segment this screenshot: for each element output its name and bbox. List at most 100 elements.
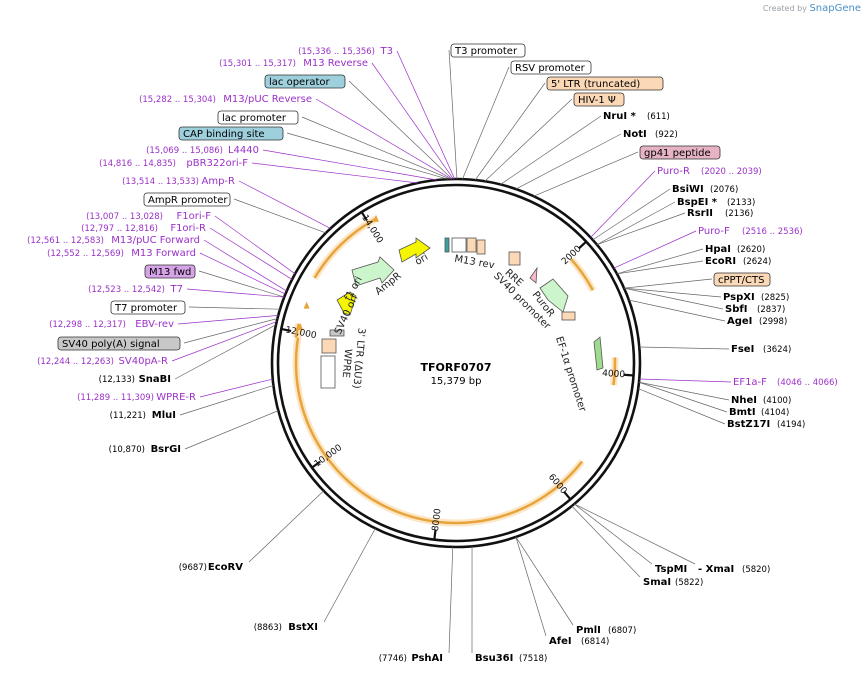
feature-label-l4440[interactable]: L4440(15,069 .. 15,086) xyxy=(146,145,259,156)
feature-label-f1ori-f[interactable]: F1ori-F(13,007 .. 13,028) xyxy=(86,211,211,222)
feature-label-m13-reverse[interactable]: M13 Reverse(15,301 .. 15,317) xyxy=(219,58,368,69)
feature-label-bspei[interactable]: BspEI *(2133) xyxy=(677,197,755,208)
label-text: CAP binding site xyxy=(183,129,265,140)
label-position: (15,069 .. 15,086) xyxy=(146,146,223,156)
leader-line xyxy=(592,188,671,241)
leader-line xyxy=(177,315,279,325)
feature-label-tspmi[interactable]: TspMI xyxy=(655,564,687,575)
leader-line xyxy=(198,270,285,298)
label-position: (12,298 .. 12,317) xyxy=(49,320,126,330)
feature-label-mlui[interactable]: MluI(11,221) xyxy=(110,410,176,421)
feature-label-wpre-r[interactable]: WPRE-R(11,289 .. 11,309) xyxy=(77,392,196,403)
feature-label-m13-forward[interactable]: M13 Forward(12,552 .. 12,569) xyxy=(47,248,196,259)
label-text: lac operator xyxy=(269,77,330,88)
feature-label-m13-puc-reverse[interactable]: M13/pUC Reverse(15,282 .. 15,304) xyxy=(139,94,312,105)
leader-line xyxy=(638,388,726,425)
feature-label-cppt-cts[interactable]: cPPT/CTS xyxy=(713,272,771,287)
feature-label-puro-r[interactable]: Puro-R(2020 .. 2039) xyxy=(657,166,762,177)
feature-label-hpai[interactable]: HpaI(2620) xyxy=(705,244,765,255)
label-name: AgeI xyxy=(727,316,752,327)
feature-label-ebv-rev[interactable]: EBV-rev(12,298 .. 12,317) xyxy=(49,319,174,330)
leader-line xyxy=(639,346,730,350)
inner-label-m13-rev: M13 rev xyxy=(454,254,496,272)
feature-label-pbr322ori-f[interactable]: pBR322ori-F(14,816 .. 14,835) xyxy=(99,158,248,169)
feature-label-bmti[interactable]: BmtI(4104) xyxy=(729,407,789,418)
feature-label-puro-f[interactable]: Puro-F(2516 .. 2536) xyxy=(698,226,803,237)
feature-label-amp-r[interactable]: Amp-R(13,514 .. 13,533) xyxy=(122,176,235,187)
feature-label-ef1a-f[interactable]: EF1a-F(4046 .. 4066) xyxy=(733,377,838,388)
ef1a-promoter-arrow xyxy=(593,336,604,371)
feature-label-t3-promoter[interactable]: T3 promoter xyxy=(450,43,526,58)
feature-label-nrui[interactable]: NruI *(611) xyxy=(603,111,670,122)
label-name: EcoRV xyxy=(208,562,243,573)
feature-label-sv40-poly-a-signal[interactable]: SV40 poly(A) signal xyxy=(57,336,181,351)
feature-label-sv40pa-r[interactable]: SV40pA-R(12,244 .. 12,263) xyxy=(37,356,168,367)
backbone-outer xyxy=(270,177,642,549)
feature-label-fsei[interactable]: FseI(3624) xyxy=(731,344,791,355)
feature-label-bsiwi[interactable]: BsiWI(2076) xyxy=(672,184,738,195)
wpre-block xyxy=(321,338,337,354)
orf-arrowhead xyxy=(373,214,380,222)
feature-label-snabi[interactable]: SnaBI(12,133) xyxy=(99,374,171,385)
label-box xyxy=(573,92,625,107)
snapgene-credit: Created by SnapGene xyxy=(763,3,861,14)
feature-label-noti[interactable]: NotI(922) xyxy=(623,129,678,140)
feature-label-ampr-promoter[interactable]: AmpR promoter xyxy=(143,192,231,207)
feature-label-f1ori-r[interactable]: F1ori-R(12,797 .. 12,816) xyxy=(81,223,206,234)
label-box xyxy=(546,76,664,91)
feature-label-bsu36i[interactable]: Bsu36I(7518) xyxy=(475,653,547,664)
feature-label-lac-operator[interactable]: lac operator xyxy=(264,74,346,89)
feature-label-afei[interactable]: AfeI(6814) xyxy=(549,636,609,647)
label-position: (7518) xyxy=(519,654,547,664)
label-position: (12,244 .. 12,263) xyxy=(37,357,114,367)
label-position: (11,289 .. 11,309) xyxy=(77,393,154,403)
feature-label-sbfi[interactable]: SbfI(2837) xyxy=(725,304,785,315)
feature-label-bsrgi[interactable]: BsrGI(10,870) xyxy=(109,444,181,455)
label-name: AfeI xyxy=(549,636,572,647)
feature-label-bstz17i[interactable]: BstZ17I(4194) xyxy=(727,419,805,430)
feature-label-t3[interactable]: T3(15,336 .. 15,356) xyxy=(298,46,393,57)
feature-label-smai[interactable]: SmaI(5822) xyxy=(643,577,703,588)
label-name: BsiWI xyxy=(672,184,704,195)
feature-label-t7[interactable]: T7(12,523 .. 12,542) xyxy=(88,284,183,295)
label-text: cPPT/CTS xyxy=(718,275,764,286)
leader-line xyxy=(209,227,293,280)
label-text: T7 promoter xyxy=(114,303,178,314)
feature-label-rsv-promoter[interactable]: RSV promoter xyxy=(510,60,592,75)
label-name: M13 Forward xyxy=(131,248,196,259)
leader-line xyxy=(448,546,454,654)
orf-arc xyxy=(313,217,377,279)
label-name: RsrII xyxy=(687,208,713,219)
leader-line xyxy=(188,306,281,310)
label-box xyxy=(178,126,284,141)
label-position: (5822) xyxy=(675,578,703,588)
feature-label-gp41-peptide[interactable]: gp41 peptide xyxy=(639,145,721,160)
feature-label-5-ltr-truncated[interactable]: 5' LTR (truncated) xyxy=(546,76,664,91)
feature-label-ecorv[interactable]: EcoRV(9687) xyxy=(179,562,244,573)
label-text: 5' LTR (truncated) xyxy=(551,79,640,90)
feature-label-t7-promoter[interactable]: T7 promoter xyxy=(110,300,186,315)
label-position: (4194) xyxy=(777,420,805,430)
label-text: RSV promoter xyxy=(515,63,586,74)
feature-label-ecori[interactable]: EcoRI(2624) xyxy=(705,256,771,267)
label-name: FseI xyxy=(731,344,754,355)
feature-label-lac-promoter[interactable]: lac promoter xyxy=(217,110,299,125)
plasmid-length: 15,379 bp xyxy=(431,376,482,387)
label-position: (15,301 .. 15,317) xyxy=(219,59,296,69)
feature-label-pshai[interactable]: PshAI(7746) xyxy=(379,653,443,664)
feature-label-nhei[interactable]: NheI(4100) xyxy=(731,395,791,406)
leader-line xyxy=(515,536,574,626)
leader-line xyxy=(251,162,418,184)
feature-label-bstxi[interactable]: BstXI(8863) xyxy=(254,622,318,633)
feature-label-m13-fwd[interactable]: M13 fwd xyxy=(144,264,196,279)
leader-line xyxy=(638,381,728,413)
feature-label-pmli[interactable]: PmlI(6807) xyxy=(576,625,636,636)
feature-label-rsrii[interactable]: RsrII(2136) xyxy=(687,208,753,219)
feature-label-m13-puc-forward[interactable]: M13/pUC Forward(12,561 .. 12,583) xyxy=(27,235,200,246)
feature-label-agei[interactable]: AgeI(2998) xyxy=(727,316,787,327)
feature-label-pspxi[interactable]: PspXI(2825) xyxy=(723,292,789,303)
feature-label-hiv-1[interactable]: HIV-1 Ψ xyxy=(573,92,625,107)
feature-label-xmai[interactable]: - XmaI(5820) xyxy=(698,564,770,575)
feature-label-cap-binding-site[interactable]: CAP binding site xyxy=(178,126,284,141)
